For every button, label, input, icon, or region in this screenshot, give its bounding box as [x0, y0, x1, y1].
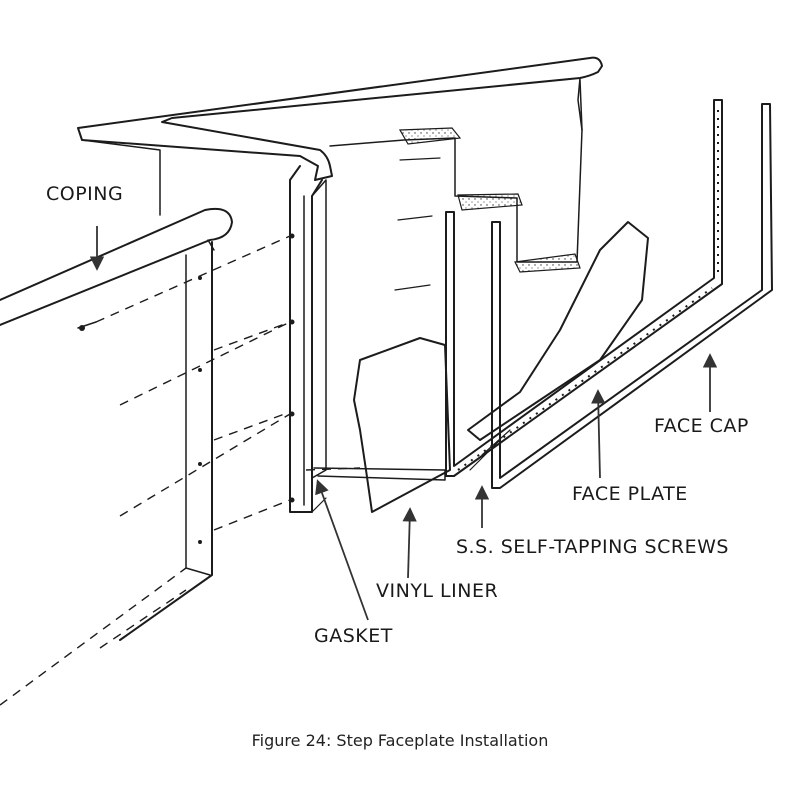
face-plate-label: FACE PLATE	[566, 481, 694, 507]
face-plate	[445, 99, 723, 477]
face-cap-channel	[491, 103, 773, 489]
vinyl-liner-label: VINYL LINER	[370, 578, 505, 604]
gasket-label: GASKET	[308, 623, 399, 649]
gasket	[305, 467, 446, 481]
face-plate-leader-arrow	[591, 389, 606, 479]
step-treads	[329, 79, 583, 291]
vinyl-liner-leader-arrow	[402, 507, 417, 579]
face-cap-label: FACE CAP	[648, 413, 755, 439]
step-side-wall	[289, 165, 327, 513]
screws-label: S.S. SELF-TAPPING SCREWS	[450, 534, 735, 560]
figure-caption: Figure 24: Step Faceplate Installation	[251, 731, 549, 750]
step-top-rim	[77, 56, 603, 216]
gasket-leader-arrow	[315, 479, 369, 621]
coping-label: COPING	[40, 181, 130, 207]
alignment-lines	[77, 233, 295, 544]
coping-piece	[0, 207, 233, 706]
vinyl-liner	[353, 221, 649, 513]
leader-arrows	[89, 226, 718, 621]
